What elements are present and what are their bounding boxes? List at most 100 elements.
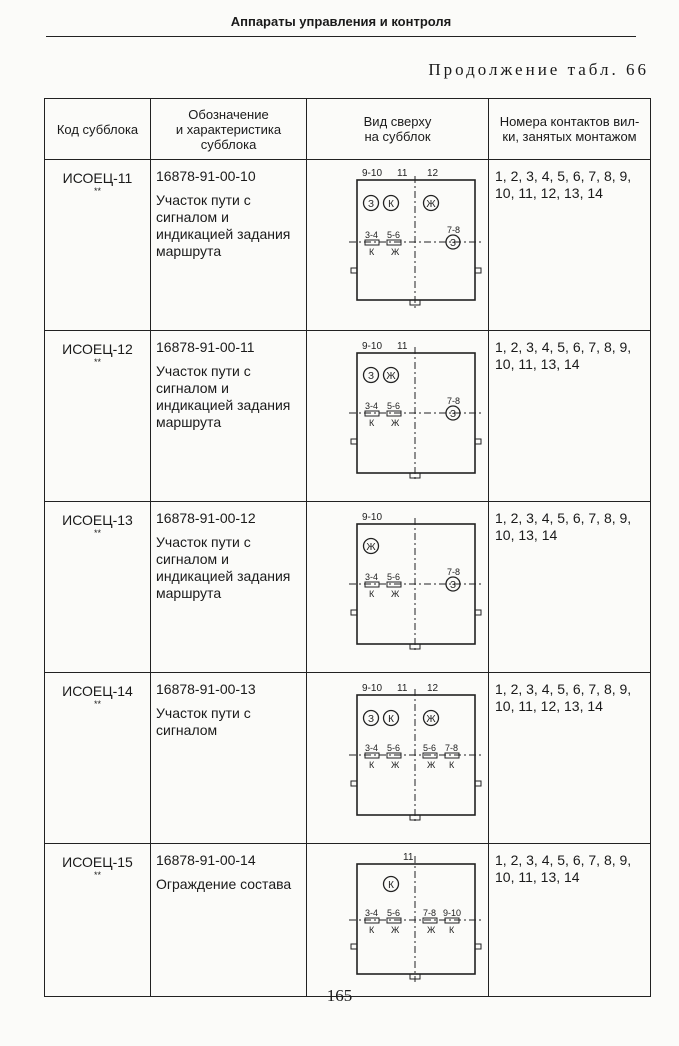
contact-label: 7-8 [447, 225, 460, 235]
top-view-cell: 9-10 11 12 З К Ж 3-4 5-6 5-6 7-8 К Ж Ж [306, 672, 489, 844]
designation-cell: 16878-91-00-11 Участок пути с сигналом и… [150, 330, 307, 502]
contact-label: 3-4 [365, 743, 378, 753]
description-line: маршрута [156, 585, 222, 601]
running-header: Аппараты управления и контроля [46, 8, 636, 37]
description-line: Участок пути с [156, 705, 251, 721]
header-code: Код субблока [44, 98, 151, 160]
top-label: 9-10 [362, 512, 382, 523]
contact-letter: К [369, 760, 375, 770]
subblock-stars: ** [93, 699, 101, 709]
top-view-cell: 9-10 Ж 3-4 5-6 К Ж 7-8 З [306, 501, 489, 673]
lamp-circle-label: К [388, 880, 394, 891]
subblock-top-view-diagram: 9-10 Ж 3-4 5-6 К Ж 7-8 З [349, 512, 483, 652]
lamp-circle-label: Ж [366, 542, 376, 553]
contacts-cell: 1, 2, 3, 4, 5, 6, 7, 8, 9, 10, 11, 12, 1… [488, 672, 651, 844]
designation-number: 16878-91-00-10 [156, 168, 256, 184]
contacts-line: 1, 2, 3, 4, 5, 6, 7, 8, 9, [495, 852, 632, 868]
subblock-stars: ** [93, 528, 101, 538]
top-label: 11 [397, 168, 408, 179]
top-label: 12 [427, 683, 439, 694]
description-line: сигналом и [156, 380, 229, 396]
top-label: 9-10 [362, 683, 382, 694]
contact-letter: К [449, 925, 455, 935]
contact-label: 5-6 [387, 230, 400, 240]
table-row: ИСОЕЦ-13 ** 16878-91-00-12 Участок пути … [44, 501, 651, 673]
contact-letter: Ж [391, 418, 400, 428]
contacts-line: 1, 2, 3, 4, 5, 6, 7, 8, 9, [495, 681, 632, 697]
table-continuation-label: Продолжение табл. 66 [428, 60, 649, 79]
top-label: 11 [403, 852, 414, 863]
description-line: Участок пути с [156, 534, 251, 550]
header-designation: Обозначение и характеристика субблока [150, 98, 307, 160]
designation-cell: 16878-91-00-14 Ограждение состава [150, 843, 307, 997]
subblock-code: ИСОЕЦ-15 [62, 854, 133, 870]
subblock-top-view-diagram: 9-10 11 12 З К Ж 3-4 5-6 5-6 7-8 К Ж Ж [349, 683, 483, 823]
header-view: Вид сверху на субблок [306, 98, 489, 160]
designation-number: 16878-91-00-11 [156, 339, 255, 355]
designation-cell: 16878-91-00-12 Участок пути с сигналом и… [150, 501, 307, 673]
top-label: 11 [397, 341, 408, 352]
designation-cell: 16878-91-00-13 Участок пути с сигналом [150, 672, 307, 844]
subblock-stars: ** [93, 357, 101, 367]
description-line: сигналом [156, 722, 218, 738]
contact-label: 5-6 [387, 743, 400, 753]
contacts-line: 10, 13, 14 [495, 527, 558, 543]
table-header-row: Код субблока Обозначение и характеристик… [44, 98, 651, 160]
contacts-cell: 1, 2, 3, 4, 5, 6, 7, 8, 9, 10, 11, 12, 1… [488, 159, 651, 331]
designation-number: 16878-91-00-13 [156, 681, 256, 697]
designation-number: 16878-91-00-14 [156, 852, 256, 868]
top-label: 9-10 [362, 341, 382, 352]
contact-label: 7-8 [423, 908, 436, 918]
lamp-circle-label: Ж [386, 371, 396, 382]
contact-label: 5-6 [387, 572, 400, 582]
contact-label: 3-4 [365, 230, 378, 240]
contacts-line: 10, 11, 13, 14 [495, 356, 580, 372]
contacts-cell: 1, 2, 3, 4, 5, 6, 7, 8, 9, 10, 11, 13, 1… [488, 843, 651, 997]
lamp-circle-label: З [450, 409, 456, 420]
description-line: индикацией задания [156, 226, 291, 242]
subblock-top-view-diagram: 9-10 11 12 З К Ж 3-4 5-6 К Ж 7-8 З [349, 168, 483, 310]
contacts-line: 1, 2, 3, 4, 5, 6, 7, 8, 9, [495, 339, 632, 355]
subblock-code: ИСОЕЦ-13 [62, 512, 133, 528]
contacts-line: 10, 11, 13, 14 [495, 869, 580, 885]
contact-label: 5-6 [387, 908, 400, 918]
contact-letter: К [369, 418, 375, 428]
contact-label: 9-10 [443, 908, 461, 918]
lamp-circle-label: З [450, 238, 456, 249]
top-label: 9-10 [362, 168, 382, 179]
lamp-circle-label: К [388, 199, 394, 210]
contact-label: 3-4 [365, 908, 378, 918]
description-line: индикацией задания [156, 568, 291, 584]
contact-letter: К [369, 925, 375, 935]
contact-letter: К [369, 247, 375, 257]
top-view-cell: 9-10 11 12 З К Ж 3-4 5-6 К Ж 7-8 З [306, 159, 489, 331]
top-label: 12 [427, 168, 439, 179]
contact-letter: Ж [391, 925, 400, 935]
subblock-code-cell: ИСОЕЦ-12 ** [44, 330, 151, 502]
subblock-stars: ** [93, 186, 101, 196]
subblock-code-cell: ИСОЕЦ-14 ** [44, 672, 151, 844]
contact-letter: Ж [427, 925, 436, 935]
table-row: ИСОЕЦ-15 ** 16878-91-00-14 Ограждение со… [44, 843, 651, 997]
subblock-top-view-diagram: 11 К 3-4 5-6 7-8 9-10 К Ж Ж К [349, 852, 483, 982]
contact-label: 7-8 [447, 396, 460, 406]
top-view-cell: 11 К 3-4 5-6 7-8 9-10 К Ж Ж К [306, 843, 489, 997]
top-view-cell: 9-10 11 З Ж 3-4 5-6 К Ж 7-8 З [306, 330, 489, 502]
lamp-circle-label: З [450, 580, 456, 591]
lamp-circle-label: Ж [426, 714, 436, 725]
subblock-code-cell: ИСОЕЦ-13 ** [44, 501, 151, 673]
contacts-line: 1, 2, 3, 4, 5, 6, 7, 8, 9, [495, 168, 632, 184]
contact-label: 7-8 [447, 567, 460, 577]
subblock-code: ИСОЕЦ-14 [62, 683, 133, 699]
contacts-cell: 1, 2, 3, 4, 5, 6, 7, 8, 9, 10, 13, 14 [488, 501, 651, 673]
contact-letter: Ж [391, 760, 400, 770]
description-line: индикацией задания [156, 397, 291, 413]
contact-letter: Ж [391, 247, 400, 257]
description-line: маршрута [156, 414, 222, 430]
contact-label: 5-6 [387, 401, 400, 411]
contact-label: 7-8 [445, 743, 458, 753]
lamp-circle-label: Ж [426, 199, 436, 210]
contacts-line: 10, 11, 12, 13, 14 [495, 185, 603, 201]
table-row: ИСОЕЦ-14 ** 16878-91-00-13 Участок пути … [44, 672, 651, 844]
contact-letter: К [369, 589, 375, 599]
